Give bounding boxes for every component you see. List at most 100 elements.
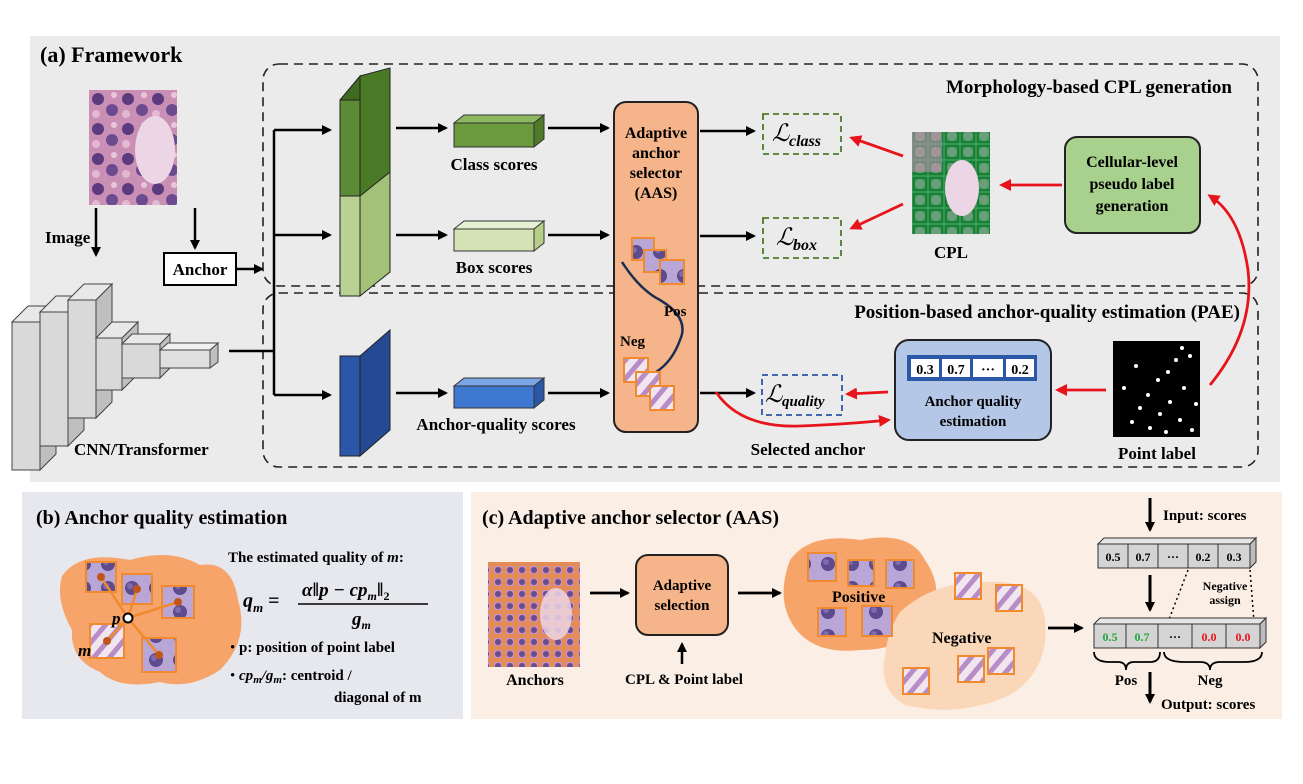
aas-positive-patches <box>631 237 685 285</box>
pos-label: Pos <box>1115 673 1138 689</box>
formula-lhs: qm = <box>243 590 280 615</box>
loss-box-symbol: ℒ <box>776 225 794 251</box>
loss-quality-symbol: ℒ <box>765 382 783 408</box>
negative-assign-lines <box>1167 569 1255 623</box>
box-feature-slab <box>339 170 391 298</box>
negative-assign-line-1: Negative <box>1203 579 1248 593</box>
output-value-3: ··· <box>1169 630 1181 644</box>
input-value-3: ··· <box>1167 550 1179 564</box>
output-value-5: 0.0 <box>1236 630 1251 644</box>
loss-quality-sub: quality <box>782 394 825 410</box>
point-label-dots <box>1122 346 1198 434</box>
cpl-label: CPL <box>934 243 968 262</box>
output-value-4: 0.0 <box>1202 630 1217 644</box>
morphology-title: Morphology-based CPL generation <box>946 77 1232 98</box>
aqe-to-loss-arrow <box>845 387 889 400</box>
formula-denominator: gm <box>351 609 371 632</box>
neg-brace <box>1163 651 1263 671</box>
loss-quality-box <box>761 374 843 416</box>
negative-patches <box>902 572 1023 695</box>
selected-anchor-label: Selected anchor <box>751 440 866 459</box>
bullet-3: diagonal of m <box>334 690 422 706</box>
pae-region <box>262 292 1259 468</box>
loss-class-sub: class <box>789 133 821 150</box>
bullet-1: • p: position of point label <box>230 640 395 656</box>
input-value-5: 0.3 <box>1227 550 1242 564</box>
backbone-stack <box>10 282 220 472</box>
anchor-box <box>163 252 237 286</box>
centroid-dots <box>97 573 182 659</box>
aas-boundary-curve <box>620 261 684 374</box>
input-value-1: 0.5 <box>1106 550 1121 564</box>
input-scores-bar <box>1096 536 1258 570</box>
input-label: Input: scores <box>1163 508 1247 524</box>
aas-input-arrows <box>548 123 610 398</box>
neg-label: Neg <box>1198 673 1223 689</box>
class-feature-slab <box>339 67 391 202</box>
cpl-image-lumen <box>945 160 979 216</box>
score-arrows <box>396 123 448 398</box>
positive-label: Positive <box>832 589 885 606</box>
quality-feature-slab <box>339 328 391 458</box>
box-scores-block <box>452 219 546 253</box>
output-label: Output: scores <box>1161 697 1255 713</box>
class-scores-block <box>452 113 546 149</box>
point-p-label: p <box>110 609 121 628</box>
panel-c-title: (c) Adaptive anchor selector (AAS) <box>482 507 779 529</box>
quality-intro: The estimated quality of m: <box>228 550 404 566</box>
aqe-value-1: 0.3 <box>916 363 934 378</box>
aqe-line-2: estimation <box>940 414 1007 430</box>
output-value-2: 0.7 <box>1135 630 1150 644</box>
adaptive-selection-line-2: selection <box>655 598 711 614</box>
pae-title: Position-based anchor-quality estimation… <box>854 302 1240 323</box>
anchors-label: Anchors <box>506 672 564 689</box>
point-to-cpl-curve <box>1207 194 1251 386</box>
panel-a-title: (a) Framework <box>40 42 183 67</box>
quality-scores-block <box>452 376 546 410</box>
input-value-4: 0.2 <box>1196 550 1211 564</box>
cpl-gen-line-1: Cellular-level <box>1086 154 1178 171</box>
positive-patches <box>807 552 915 637</box>
quality-scores-label: Anchor-quality scores <box>416 415 576 434</box>
aqe-value-4: 0.2 <box>1011 363 1029 378</box>
aas-line-3: selector <box>630 165 682 182</box>
morphology-region <box>262 63 1259 287</box>
adaptive-selection-line-1: Adaptive <box>653 578 712 594</box>
anchor-label: Anchor <box>173 260 228 279</box>
anchor-m-label: m <box>78 641 91 660</box>
aqe-line-1: Anchor quality <box>925 394 1022 410</box>
cpl-point-label: CPL & Point label <box>625 672 743 688</box>
input-image-lumen <box>135 116 175 184</box>
negative-label: Negative <box>932 630 992 647</box>
selected-anchor-curve <box>714 391 891 428</box>
output-value-1: 0.5 <box>1103 630 1118 644</box>
cpl-gen-line-3: generation <box>1096 198 1169 215</box>
point-label-image <box>1113 341 1200 437</box>
loss-box-sub: box <box>793 237 817 254</box>
panel-b-title: (b) Anchor quality estimation <box>36 507 287 529</box>
output-scores-bar <box>1092 616 1268 650</box>
adaptive-selection-box[interactable] <box>635 554 729 636</box>
formula-numerator: α‖p − cpm‖2 <box>302 580 389 603</box>
cpl-generation-box[interactable] <box>1064 136 1201 234</box>
branch-arrows <box>229 125 332 400</box>
backbone-label: CNN/Transformer <box>74 440 209 459</box>
aas-line-4: (AAS) <box>635 185 678 202</box>
box-scores-label: Box scores <box>456 258 533 277</box>
cpl-to-loss-arrows <box>849 135 1062 230</box>
pos-brace <box>1093 651 1161 671</box>
aas-pos-label: Pos <box>664 304 687 320</box>
loss-class-box <box>762 113 842 155</box>
aas-line-2: anchor <box>632 145 680 162</box>
point-label-text: Point label <box>1118 444 1196 463</box>
loss-class-symbol: ℒ <box>772 121 790 147</box>
class-scores-label: Class scores <box>450 155 537 174</box>
image-label: Image <box>45 228 91 247</box>
loss-box-box <box>762 217 842 259</box>
point-label-marker <box>122 612 134 624</box>
aqe-value-3: ··· <box>981 363 995 378</box>
negative-assign-line-2: assign <box>1209 593 1241 607</box>
aas-line-1: Adaptive <box>625 125 687 142</box>
